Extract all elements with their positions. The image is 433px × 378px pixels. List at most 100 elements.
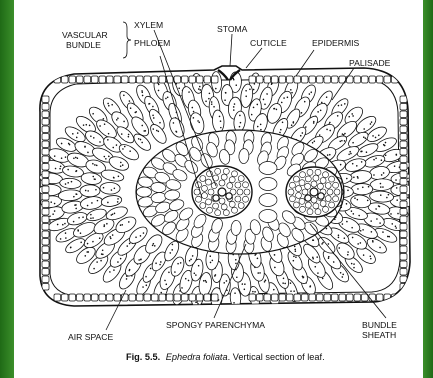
epidermis-cell <box>272 76 279 83</box>
epidermis-cell <box>42 216 49 223</box>
label-spongy-parenchyma: SPONGY PARENCHYMA <box>166 320 265 330</box>
epidermis-cell <box>347 294 354 301</box>
label-palisade: PALISADE <box>349 58 391 68</box>
epidermis-cell <box>377 294 384 301</box>
epidermis-cell <box>42 254 49 261</box>
epidermis-cell <box>92 76 99 83</box>
epidermis-cell <box>249 294 256 301</box>
epidermis-cell <box>264 76 271 83</box>
epidermis-cell <box>369 294 376 301</box>
epidermis-cell <box>42 239 49 246</box>
epidermis-cell <box>400 261 407 268</box>
epidermis-cell <box>287 76 294 83</box>
epidermis-cell <box>42 179 49 186</box>
epidermis-cell <box>317 76 324 83</box>
epidermis-cell <box>197 76 204 83</box>
epidermis-cell <box>42 224 49 231</box>
label-bundle-sheath-2: SHEATH <box>362 330 396 340</box>
epidermis-cell <box>302 76 309 83</box>
epidermis-cell <box>42 201 49 208</box>
label-cuticle: CUTICLE <box>250 38 287 48</box>
epidermis-cell <box>42 126 49 133</box>
epidermis-cell <box>182 294 189 301</box>
epidermis-cell <box>287 294 294 301</box>
epidermis-cell <box>42 246 49 253</box>
epidermis-cell <box>400 141 407 148</box>
epidermis-cell <box>279 76 286 83</box>
epidermis-cell <box>42 111 49 118</box>
epidermis-cell <box>42 119 49 126</box>
epidermis-cell <box>77 294 84 301</box>
epidermis-cell <box>400 164 407 171</box>
label-air-space: AIR SPACE <box>68 332 113 342</box>
epidermis-cell <box>294 294 301 301</box>
palisade-cell <box>100 182 120 194</box>
parenchyma-cell <box>137 187 152 197</box>
epidermis-cell <box>167 294 174 301</box>
epidermis-cell <box>42 156 49 163</box>
epidermis-cell <box>159 294 166 301</box>
epidermis-cell <box>400 224 407 231</box>
epidermis-cell <box>317 294 324 301</box>
frame-right-border <box>423 0 433 378</box>
epidermis-cell <box>159 76 166 83</box>
vascular-bundle-right <box>286 167 342 217</box>
epidermis-cell <box>42 164 49 171</box>
epidermis-cell <box>212 76 219 83</box>
epidermis-cell <box>42 269 49 276</box>
epidermis-cell <box>400 134 407 141</box>
epidermis-cell <box>400 246 407 253</box>
epidermis-cell <box>197 294 204 301</box>
epidermis-cell <box>279 294 286 301</box>
epidermis-cell <box>400 179 407 186</box>
palisade-cell <box>80 185 100 197</box>
epidermis-cell <box>42 134 49 141</box>
epidermis-cell <box>62 294 69 301</box>
epidermis-cell <box>62 76 69 83</box>
epidermis-cell <box>324 76 331 83</box>
epidermis-cell <box>42 141 49 148</box>
epidermis-cell <box>42 149 49 156</box>
epidermis-cell <box>400 201 407 208</box>
epidermis-cell <box>369 76 376 83</box>
epidermis-cell <box>400 186 407 193</box>
label-bundle-sheath-1: BUNDLE <box>362 320 397 330</box>
epidermis-cell <box>309 294 316 301</box>
epidermis-cell <box>332 76 339 83</box>
epidermis-cell <box>189 76 196 83</box>
epidermis-cell <box>152 294 159 301</box>
epidermis-cell <box>257 294 264 301</box>
epidermis-cell <box>54 294 61 301</box>
parenchyma-cell <box>259 178 277 191</box>
epidermis-cell <box>339 294 346 301</box>
epidermis-cell <box>42 261 49 268</box>
epidermis-cell <box>114 294 121 301</box>
figure-caption: Fig. 5.5. Ephedra foliata. Vertical sect… <box>126 352 325 362</box>
epidermis-cell <box>77 76 84 83</box>
epidermis-cell <box>42 104 49 111</box>
epidermis-cell <box>204 76 211 83</box>
epidermis-cell <box>84 76 91 83</box>
epidermis-cell <box>257 76 264 83</box>
epidermis-cell <box>400 209 407 216</box>
epidermis-cell <box>264 294 271 301</box>
epidermis-cell <box>272 294 279 301</box>
epidermis-cell <box>99 294 106 301</box>
epidermis-cell <box>400 111 407 118</box>
epidermis-cell <box>354 294 361 301</box>
epidermis-cell <box>400 239 407 246</box>
epidermis-cell <box>362 76 369 83</box>
epidermis-cell <box>189 294 196 301</box>
leaf-section-diagram: VASCULAR BUNDLE XYLEM PHLOEM STOMA CUTIC… <box>14 0 423 378</box>
epidermis-cell <box>107 294 114 301</box>
epidermis-cell <box>400 149 407 156</box>
epidermis-cell <box>324 294 331 301</box>
label-epidermis: EPIDERMIS <box>312 38 360 48</box>
epidermis-cell <box>212 294 219 301</box>
epidermis-cell <box>400 254 407 261</box>
label-vascular: VASCULAR <box>62 30 108 40</box>
frame-left-border <box>0 0 14 378</box>
epidermis-cell <box>42 276 49 283</box>
label-stoma: STOMA <box>217 24 248 34</box>
epidermis-cell <box>400 171 407 178</box>
